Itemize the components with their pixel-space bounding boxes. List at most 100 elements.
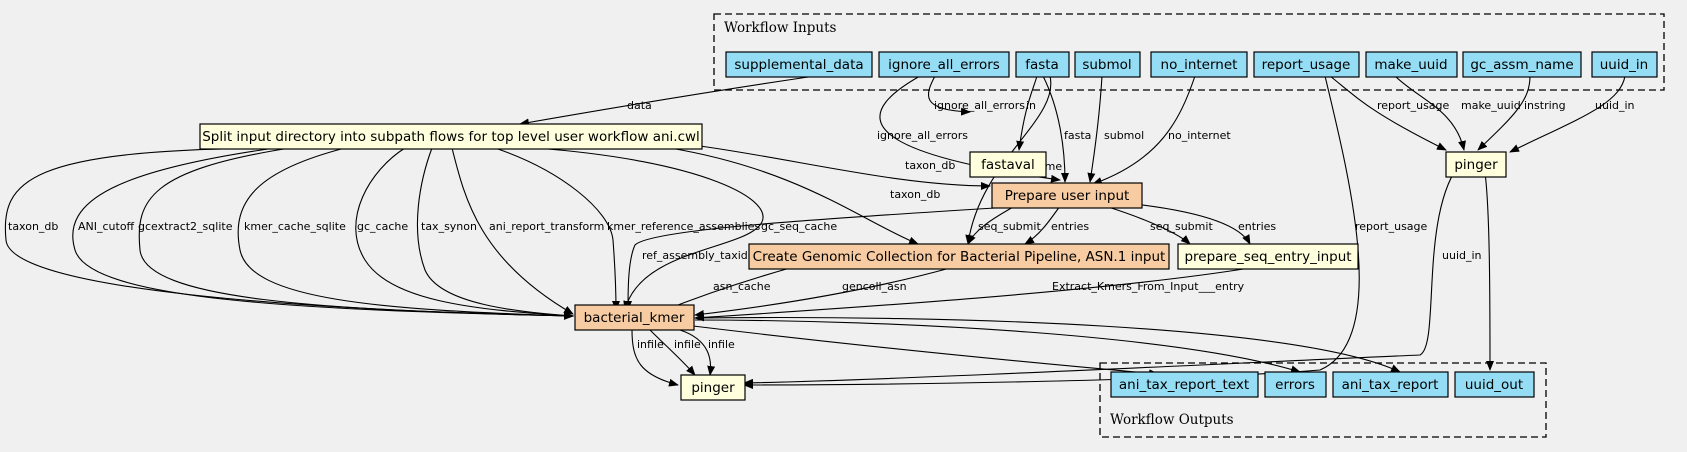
- edge-label-ignore-prepare: ignore_all_errors: [877, 129, 968, 142]
- edge-gcassm-pinger: [1477, 75, 1531, 151]
- node-label: pinger: [691, 380, 735, 396]
- edge-reportusage-pinger: [1329, 75, 1447, 151]
- node-uuid-out[interactable]: uuid_out: [1454, 371, 1535, 398]
- edge-label-instring: instring: [1524, 99, 1566, 112]
- node-ani-tax-report-text[interactable]: ani_tax_report_text: [1110, 371, 1259, 398]
- node-label: ani_tax_report: [1342, 377, 1439, 393]
- node-label: pinger: [1454, 157, 1498, 173]
- edge-data: [519, 75, 816, 127]
- edge-pinger-uuidout: [1483, 165, 1494, 371]
- node-label: fastaval: [981, 157, 1035, 173]
- node-label: make_uuid: [1374, 57, 1447, 73]
- node-label: submol: [1082, 57, 1131, 73]
- edge-ani-cutoff-kmer: [72, 147, 574, 320]
- node-create-genomic-collection[interactable]: Create Genomic Collection for Bacterial …: [748, 243, 1170, 270]
- node-label: Split input directory into subpath flows…: [202, 129, 700, 145]
- edges: data ignore_all_errors in ignore_all_err…: [4, 75, 1635, 389]
- edge-kmer-anitaxtext: [692, 325, 1159, 378]
- node-label: no_internet: [1161, 57, 1238, 73]
- edge-submol-prepare: [1087, 75, 1103, 183]
- edge-nointernet-prepare: [1092, 75, 1196, 185]
- node-uuid-in[interactable]: uuid_in: [1591, 51, 1658, 78]
- node-label: uuid_out: [1465, 377, 1523, 393]
- edge-kmer-errors: [694, 319, 1301, 374]
- node-label: errors: [1275, 377, 1315, 393]
- edge-label-kmer-cache-sqlite: kmer_cache_sqlite: [244, 220, 346, 233]
- edge-label-make-uuid: make_uuid: [1461, 99, 1521, 112]
- edge-prep-gc-entries: [1024, 205, 1061, 245]
- edge-pinger-pingerbottom: [743, 165, 1459, 387]
- step-nodes: Split input directory into subpath flows…: [199, 123, 1507, 401]
- node-bacterial-kmer[interactable]: bacterial_kmer: [574, 304, 695, 331]
- edge-kmer-pinger-3: [679, 329, 716, 376]
- edge-label-in: in: [1026, 99, 1036, 112]
- node-supplemental-data[interactable]: supplemental_data: [725, 51, 873, 78]
- node-fastaval[interactable]: fastaval: [969, 151, 1047, 178]
- edge-kmer-ref-kmer: [494, 147, 620, 311]
- node-errors[interactable]: errors: [1264, 371, 1327, 398]
- edge-kmer-anitax: [694, 316, 1401, 373]
- node-report-usage[interactable]: report_usage: [1253, 51, 1360, 78]
- node-ignore-all-errors[interactable]: ignore_all_errors: [878, 51, 1010, 78]
- edge-label-entries-gc: entries: [1051, 220, 1089, 233]
- edge-fasta-fastaval: [1016, 75, 1038, 151]
- node-make-uuid[interactable]: make_uuid: [1365, 51, 1458, 78]
- edge-label-uuid-in-bottom: uuid_in: [1442, 249, 1482, 262]
- edge-label-uuid-in: uuid_in: [1595, 99, 1635, 112]
- edge-split-prepare: [699, 145, 991, 190]
- output-nodes: ani_tax_report_text errors ani_tax_repor…: [1110, 371, 1535, 398]
- edge-gcassm-creategc: [965, 75, 1052, 245]
- workflow-outputs-label: Workflow Outputs: [1110, 412, 1234, 428]
- node-ani-tax-report[interactable]: ani_tax_report: [1332, 371, 1449, 398]
- edge-prep-kmer-refassembly: [624, 207, 996, 311]
- edge-label-taxon-db-prep: taxon_db: [905, 159, 955, 172]
- edge-label-data: data: [627, 99, 652, 112]
- edge-label-no-internet: no_internet: [1168, 129, 1231, 142]
- node-label: bacterial_kmer: [584, 310, 685, 326]
- node-pinger-bottom[interactable]: pinger: [680, 374, 746, 401]
- edge-label-fasta: fasta: [1064, 129, 1091, 142]
- edge-label-infile-1: infile: [637, 338, 664, 351]
- node-prepare-seq-entry-input[interactable]: prepare_seq_entry_input: [1177, 243, 1359, 270]
- edge-label-kmer-reference-assemblies: kmer_reference_assemblies: [607, 220, 760, 233]
- node-gc-assm-name[interactable]: gc_assm_name: [1462, 51, 1582, 78]
- edge-label-infile-2: infile: [674, 338, 701, 351]
- edge-prep-gc-seqsubmit: [967, 205, 1016, 245]
- edge-split-creategc: [669, 147, 919, 245]
- edge-ignore-fastaval: [928, 75, 971, 116]
- node-prepare-user-input[interactable]: Prepare user input: [991, 182, 1143, 209]
- node-label: fasta: [1025, 57, 1059, 73]
- edge-label-ani-cutoff: ANI_cutoff: [78, 220, 135, 233]
- node-submol[interactable]: submol: [1074, 51, 1141, 78]
- edge-label-seq-submit-gc: seq_submit: [978, 220, 1041, 233]
- edge-label-gc-seq-cache: gc_seq_cache: [761, 220, 837, 233]
- edge-label-gcextract2-sqlite: gcextract2_sqlite: [138, 220, 233, 233]
- edge-label-extract-entry: Extract_Kmers_From_Input___entry: [1052, 280, 1245, 293]
- node-no-internet[interactable]: no_internet: [1150, 51, 1248, 78]
- edge-kmer-pinger-2: [649, 329, 696, 376]
- node-pinger-top[interactable]: pinger: [1445, 151, 1507, 178]
- node-label: Create Genomic Collection for Bacterial …: [753, 249, 1166, 265]
- edge-label-report-usage: report_usage: [1377, 99, 1450, 112]
- edge-label-asn-cache: asn_cache: [713, 280, 771, 293]
- node-label: ani_tax_report_text: [1119, 377, 1249, 393]
- node-label: uuid_in: [1600, 57, 1649, 73]
- edge-label-ani-report-transform: ani_report_transform: [489, 220, 604, 233]
- edge-label-gc-cache: gc_cache: [357, 220, 408, 233]
- edge-ps-kmer-extract: [694, 267, 1251, 322]
- edge-kmer-pinger-1: [631, 329, 679, 387]
- workflow-inputs-cluster: Workflow Inputs: [713, 13, 1665, 91]
- node-split[interactable]: Split input directory into subpath flows…: [199, 123, 703, 150]
- edge-fasta-prepare: [1042, 75, 1069, 183]
- workflow-outputs-cluster: Workflow Outputs: [1099, 362, 1547, 438]
- input-nodes: supplemental_data ignore_all_errors fast…: [725, 51, 1658, 78]
- node-label: gc_assm_name: [1470, 57, 1573, 73]
- edge-label-infile-3: infile: [708, 338, 735, 351]
- edge-label-submol: submol: [1104, 129, 1144, 142]
- edge-gc-kmer-gencoll: [694, 267, 951, 318]
- edge-label-ref-assembly-taxid: ref_assembly_taxid: [642, 249, 748, 262]
- node-fasta[interactable]: fasta: [1015, 51, 1070, 78]
- node-label: report_usage: [1262, 57, 1351, 73]
- node-label: prepare_seq_entry_input: [1184, 249, 1351, 265]
